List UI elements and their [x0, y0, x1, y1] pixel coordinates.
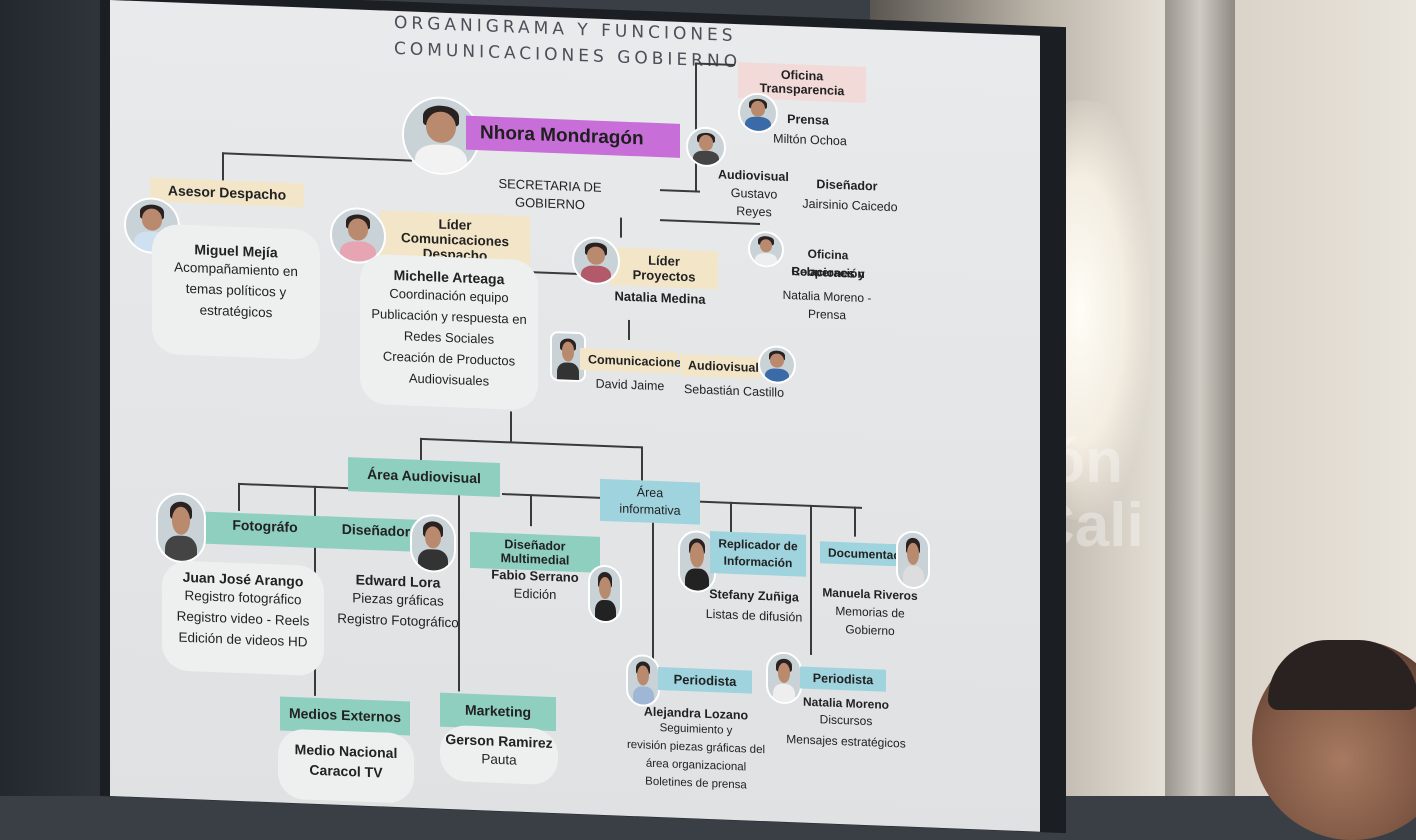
connector	[222, 152, 412, 162]
multimedial-photo	[588, 564, 622, 624]
connector	[510, 411, 512, 442]
metal-pillar	[1165, 0, 1235, 796]
audiovisual2-name: Sebastián Castillo	[683, 382, 785, 400]
fotografo-photo	[156, 491, 206, 564]
connector	[620, 217, 622, 238]
audiovisual2-role: Audiovisual	[680, 353, 760, 379]
disenador-role: Diseñador	[816, 177, 878, 194]
comunicaciones-name: David Jaime	[595, 376, 665, 394]
audiovisual-photo	[686, 126, 726, 168]
lider-proy-photo	[572, 235, 620, 286]
audiovisual2-photo	[758, 344, 796, 385]
medios-desc2: Caracol TV	[309, 761, 383, 781]
replicador-role-line2: Información	[723, 553, 793, 571]
connector	[730, 501, 732, 534]
area-informativa-line2: informativa	[619, 501, 681, 518]
replicador-name: Stefany Zuñiga	[709, 587, 799, 605]
lider-proy-name: Natalia Medina	[614, 288, 706, 307]
head-role: SECRETARIA DE GOBIERNO	[498, 175, 602, 213]
periodista2-card: Natalia Moreno Discursos Mensajes estrat…	[786, 694, 906, 769]
relaciones-name: Natalia Moreno - Prensa	[782, 287, 872, 323]
periodista1-card: Alejandra Lozano Seguimiento y revisión …	[626, 704, 766, 809]
lider-com-card: Michelle Arteaga Coordinación equipo Pub…	[360, 253, 538, 411]
slide: ORGANIGRAMA Y FUNCIONES COMUNICACIONES G…	[110, 0, 1040, 832]
marketing-card: Gerson Ramirez Pauta	[440, 724, 558, 786]
documentacion-photo	[896, 530, 930, 590]
audience-person-hair	[1268, 640, 1416, 710]
replicador-role-line1: Replicador de	[718, 536, 798, 554]
fotografo-role: Fotográfo	[200, 511, 330, 549]
replicador-desc1: Listas de difusión	[705, 606, 803, 625]
prensa-role: Prensa	[787, 112, 829, 128]
multimedial-card: Fabio Serrano Edición	[480, 566, 590, 620]
marketing-role: Marketing	[440, 692, 556, 732]
periodista1-role: Periodista	[658, 667, 752, 694]
disenador-card: Edward Lora Piezas gráficas Registro Fot…	[328, 564, 468, 645]
prensa-photo	[738, 92, 778, 134]
documentacion-role: Documentación	[820, 541, 918, 567]
documentacion-desc1: Memorias de Gobierno	[835, 603, 905, 639]
prensa-name: Miltón Ochoa	[773, 131, 847, 149]
connector	[530, 494, 532, 527]
periodista1-photo	[626, 653, 660, 708]
area-informativa-line1: Área	[636, 485, 664, 501]
disenador-photo	[410, 513, 456, 574]
periodista2-role: Periodista	[800, 666, 886, 692]
connector	[641, 446, 643, 481]
area-audiovisual: Área Audiovisual	[348, 457, 500, 497]
asesor-card: Miguel Mejía Acompañamiento en temas pol…	[152, 223, 320, 361]
fotografo-card: Juan José Arango Registro fotográfico Re…	[162, 559, 324, 677]
medios-desc1: Medio Nacional	[294, 741, 398, 762]
lider-proy-role: Líder Proyectos	[610, 247, 718, 290]
connector	[222, 152, 224, 183]
connector	[420, 437, 642, 449]
lider-com-role-line1: Líder Comunicaciones	[400, 216, 510, 250]
medios-card: Medio Nacional Caracol TV	[278, 728, 414, 804]
connector	[628, 319, 630, 340]
disenador-desc2: Registro Fotográfico	[337, 610, 459, 631]
connector	[660, 189, 700, 193]
multimedial-desc1: Edición	[513, 585, 557, 603]
connector	[854, 506, 856, 537]
periodista2-desc2: Mensajes estratégicos	[786, 731, 906, 751]
connector	[238, 482, 240, 511]
relaciones-office-line2: Cooperación	[791, 264, 865, 281]
comunicaciones-role: Comunicaciones	[580, 348, 688, 374]
asesor-role: Asesor Despacho	[150, 177, 304, 208]
head-name: Nhora Mondragón	[466, 115, 680, 158]
disenador-name: Jairsinio Caicedo	[802, 196, 898, 215]
audiovisual-name: Gustavo Reyes	[730, 185, 778, 220]
